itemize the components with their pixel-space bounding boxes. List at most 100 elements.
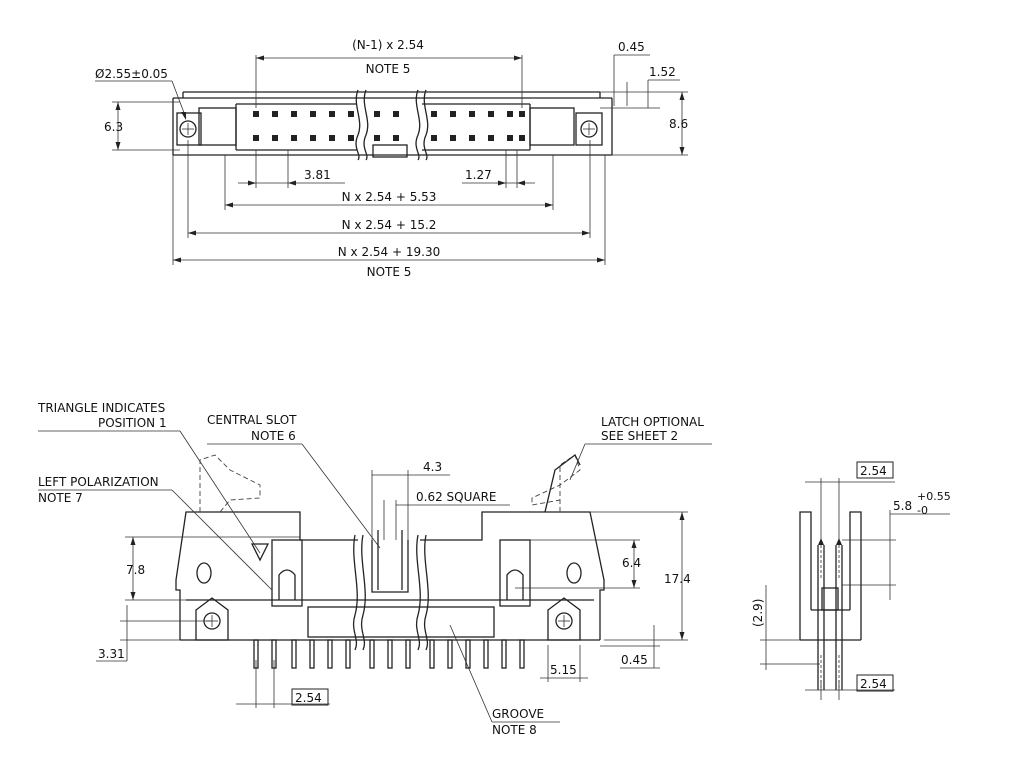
dim-side-top-2-54: 2.54	[805, 461, 895, 540]
dim-6-3-label: 6.3	[104, 120, 123, 134]
dim-side-2-9: (2.9)	[751, 585, 820, 670]
pin-square	[507, 135, 513, 141]
dim-3-31-label: 3.31	[98, 647, 125, 661]
pin-square	[272, 135, 278, 141]
dim-6-3: 6.3	[104, 101, 180, 151]
top-right-mount-hole	[575, 112, 603, 146]
pin-square	[272, 111, 278, 117]
callout-groove-line1: GROOVE	[492, 707, 544, 721]
dim-side-5-8-label: 5.8	[893, 499, 912, 513]
pin-square	[348, 135, 354, 141]
dim-7-8-label: 7.8	[126, 563, 145, 577]
pin-square	[519, 111, 525, 117]
front-pin	[501, 639, 507, 669]
front-pin	[327, 639, 333, 669]
front-pin	[369, 639, 375, 669]
dim-4-3-label: 4.3	[423, 460, 442, 474]
pin-square	[519, 135, 525, 141]
dim-side-tol-minus: -0	[917, 504, 928, 517]
side-view: 2.54 5.8 +0.55 -0 (2.9) 2.54	[751, 461, 951, 700]
dim-square-label: 0.62 SQUARE	[416, 490, 497, 504]
callout-triangle-line2: POSITION 1	[98, 416, 167, 430]
callout-polar-line1: LEFT POLARIZATION	[38, 475, 159, 489]
pin-square	[348, 111, 354, 117]
dim-len-2-label: N x 2.54 + 15.2	[342, 218, 437, 232]
dim-5-15: 5.15	[540, 645, 588, 682]
dim-square: 0.62 SQUARE	[383, 490, 510, 540]
pin-square	[253, 135, 259, 141]
dim-6-4-label: 6.4	[622, 556, 641, 570]
callout-groove: GROOVE NOTE 8	[449, 624, 560, 737]
front-body-outline	[175, 454, 605, 651]
pin-square	[310, 111, 316, 117]
dim-hole-diameter: Ø2.55±0.05	[95, 67, 187, 120]
dim-17-4: 17.4	[590, 511, 691, 641]
callout-slot-line2: NOTE 6	[251, 429, 296, 443]
top-body-outline	[172, 91, 613, 158]
front-pin-row	[253, 639, 525, 669]
front-pin	[447, 639, 453, 669]
pitch-span-label: (N-1) x 2.54	[352, 38, 424, 52]
dim-0-45-front-label: 0.45	[621, 653, 648, 667]
pin-square	[450, 135, 456, 141]
pin-square	[393, 135, 399, 141]
dim-1-27-label: 1.27	[465, 168, 492, 182]
callout-latch-line1: LATCH OPTIONAL	[601, 415, 704, 429]
top-pin-grid	[253, 111, 525, 141]
pin-square	[291, 135, 297, 141]
dim-side-top-label: 2.54	[860, 464, 887, 478]
pin-square	[488, 111, 494, 117]
dim-len-2: N x 2.54 + 15.2	[187, 140, 591, 238]
pin-square	[374, 135, 380, 141]
pin-square	[488, 135, 494, 141]
dim-3-31: 3.31	[96, 605, 212, 662]
callout-groove-line2: NOTE 8	[492, 723, 537, 737]
dim-len-1: N x 2.54 + 5.53	[224, 155, 554, 210]
dim-17-4-label: 17.4	[664, 572, 691, 586]
callout-central-slot: CENTRAL SLOT NOTE 6	[207, 413, 381, 549]
dim-side-bottom-label: 2.54	[860, 677, 887, 691]
front-pin	[291, 639, 297, 669]
callout-left-polarization: LEFT POLARIZATION NOTE 7	[38, 475, 273, 591]
hole-diameter-label: Ø2.55±0.05	[95, 67, 168, 81]
pin-square	[507, 111, 513, 117]
front-pin	[465, 639, 471, 669]
pin-square	[374, 111, 380, 117]
callout-polar-line2: NOTE 7	[38, 491, 83, 505]
callout-latch: LATCH OPTIONAL SEE SHEET 2	[569, 415, 712, 481]
front-pin	[519, 639, 525, 669]
dim-1-27: 1.27	[462, 150, 535, 188]
front-pin	[429, 639, 435, 669]
callout-triangle-line1: TRIANGLE INDICATES	[37, 401, 165, 415]
callout-triangle: TRIANGLE INDICATES POSITION 1	[37, 401, 261, 554]
dim-3-81-label: 3.81	[304, 168, 331, 182]
dim-3-81: 3.81	[238, 150, 345, 188]
top-break-lines	[355, 89, 429, 161]
dim-6-4: 6.4	[515, 539, 641, 589]
front-pin	[387, 639, 393, 669]
top-left-mount-hole	[176, 112, 202, 146]
pin-square	[310, 135, 316, 141]
pin-square	[469, 111, 475, 117]
pin-square	[393, 111, 399, 117]
pin-square	[329, 111, 335, 117]
callout-latch-line2: SEE SHEET 2	[601, 429, 678, 443]
front-pin	[309, 639, 315, 669]
top-view: (N-1) x 2.54 NOTE 5 Ø2.55±0.05 6.3 0.45	[95, 38, 688, 279]
dim-2-54-front: 2.54	[236, 660, 330, 708]
dim-1-52-label: 1.52	[649, 65, 676, 79]
dim-len-3-note: NOTE 5	[367, 265, 412, 279]
dim-len-3-label: N x 2.54 + 19.30	[338, 245, 440, 259]
front-pin	[405, 639, 411, 669]
front-pin	[345, 639, 351, 669]
pin-square	[450, 111, 456, 117]
front-view: TRIANGLE INDICATES POSITION 1 CENTRAL SL…	[37, 401, 712, 737]
dim-side-5-8: 5.8 +0.55 -0	[842, 490, 951, 600]
dim-side-bottom-2-54: 2.54	[805, 674, 895, 700]
dim-0-45-front: 0.45	[600, 625, 660, 669]
dim-0-45-top: 0.45	[613, 40, 650, 106]
dim-0-45-top-label: 0.45	[618, 40, 645, 54]
dim-1-52: 1.52	[600, 65, 680, 109]
side-body-outline	[799, 511, 862, 690]
